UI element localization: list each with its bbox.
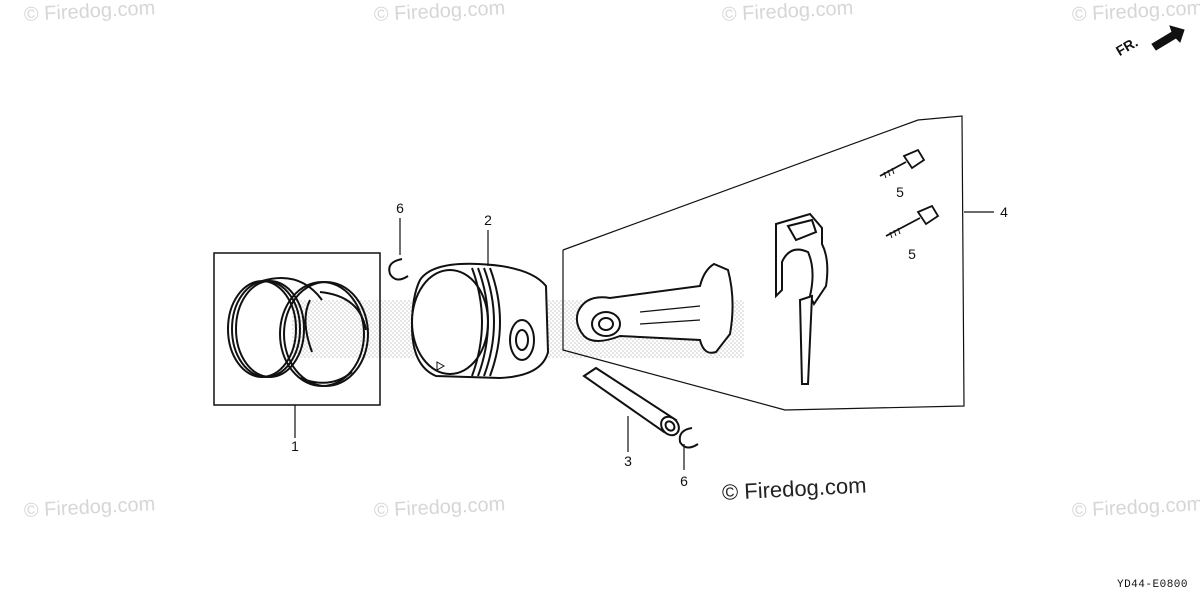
- piston-pin[interactable]: [582, 366, 683, 439]
- connecting-rod-assembly-outline: [562, 115, 965, 411]
- connecting-rod[interactable]: [575, 262, 734, 354]
- diagram-code: YD44-E0800: [1116, 579, 1188, 591]
- callout-piston: 2: [484, 212, 492, 228]
- rod-bolt-upper[interactable]: [879, 148, 926, 179]
- callout-piston-pin: 3: [624, 453, 632, 469]
- piston-pin-clip-upper[interactable]: [388, 258, 409, 281]
- callout-rod-bolt-lower: 5: [908, 246, 916, 262]
- callout-piston-ring-set: 1: [291, 438, 299, 454]
- connecting-rod-cap[interactable]: [775, 212, 829, 385]
- piston-ring-set[interactable]: [213, 252, 381, 406]
- callout-piston-pin-clip-lower: 6: [680, 473, 688, 489]
- callout-connecting-rod-assembly: 4: [1000, 204, 1008, 220]
- piston-pin-clip-lower[interactable]: [678, 427, 699, 449]
- callout-rod-bolt-upper: 5: [896, 184, 904, 200]
- rod-bolt-lower[interactable]: [885, 204, 940, 239]
- fr-arrow-icon: [1151, 25, 1185, 51]
- piston[interactable]: [410, 262, 550, 380]
- callout-piston-pin-clip-upper: 6: [396, 200, 404, 216]
